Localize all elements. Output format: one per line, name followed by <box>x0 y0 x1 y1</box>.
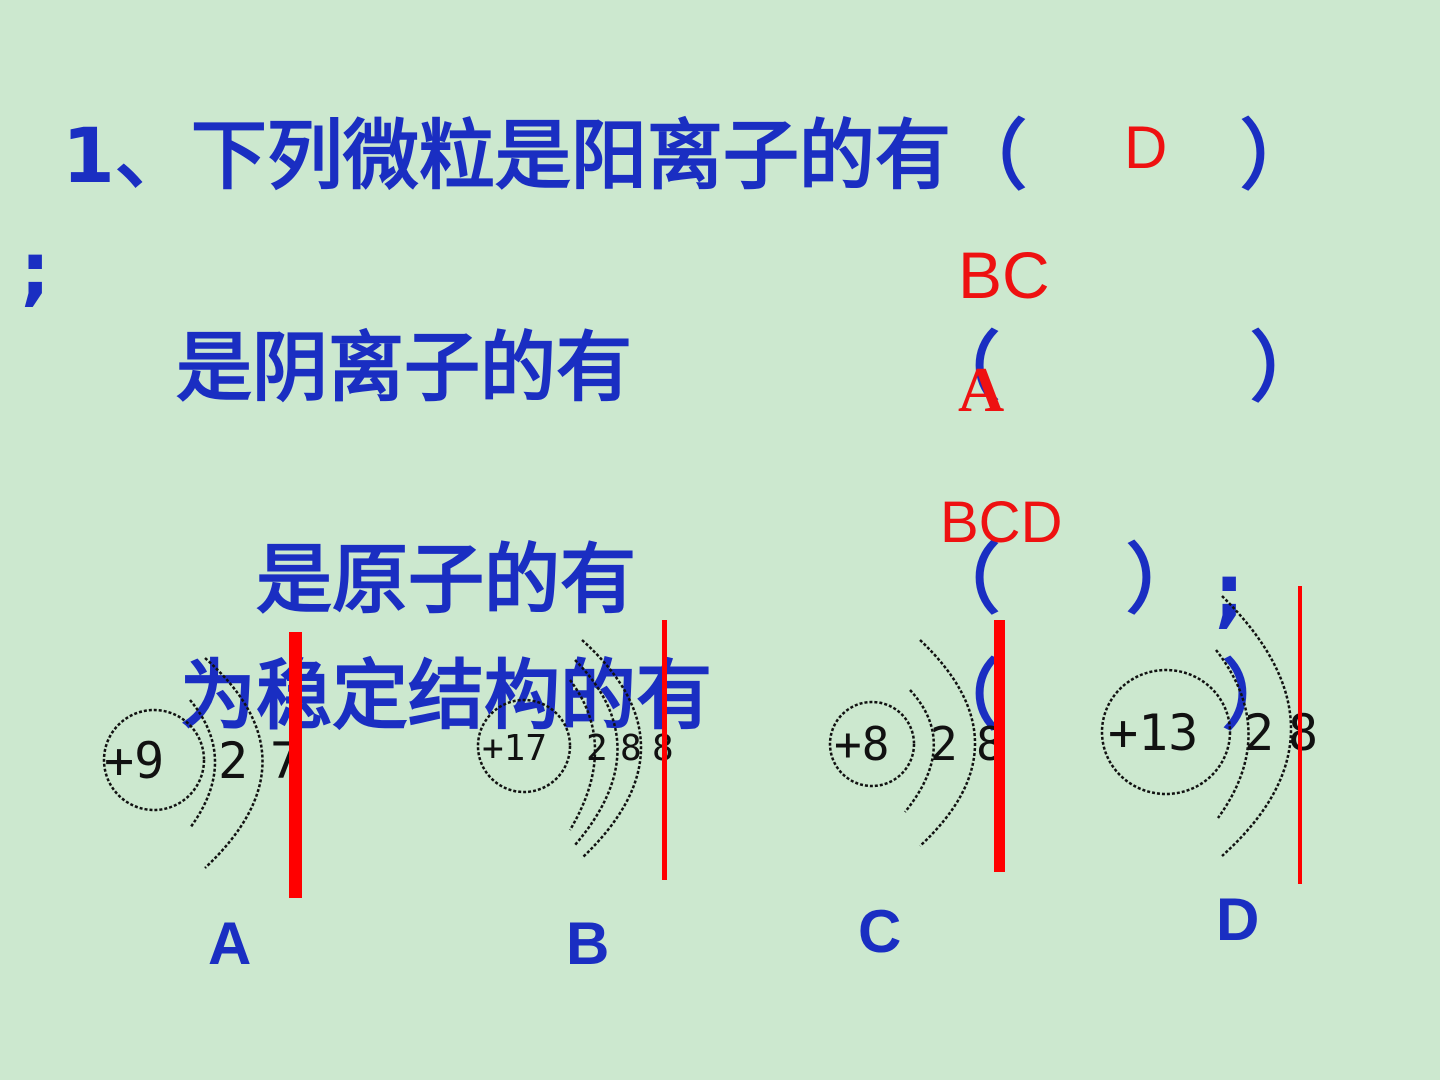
particle-a-shell-2: 7 <box>270 732 300 790</box>
option-label-c: C <box>858 898 902 965</box>
particle-c-nucleus: +8 <box>834 717 889 771</box>
answer-anion: A <box>958 354 1005 425</box>
answer-stable: BCD <box>940 490 1063 555</box>
particle-d-nucleus: +13 <box>1108 704 1198 762</box>
particle-d-nucleus-circle <box>1100 668 1232 796</box>
particle-c-nucleus-circle <box>828 700 916 788</box>
option-label-d: D <box>1216 886 1260 953</box>
particle-a-nucleus: +9 <box>104 732 164 790</box>
answer-atom: BC <box>958 238 1050 312</box>
semicolon-line-1: ; <box>20 225 51 314</box>
semicolon-line-3: ; <box>1214 547 1245 636</box>
atom-label: 是原子的有 <box>256 535 636 624</box>
marker-line-d <box>1298 586 1302 884</box>
question-stem: 1、下列微粒是阳离子的有（ <box>62 111 1027 200</box>
option-label-b: B <box>566 910 610 977</box>
option-label-a: A <box>208 910 252 977</box>
stable-label: 为稳定结构的有 <box>180 651 712 740</box>
particle-a-shell-1: 2 <box>218 732 248 790</box>
question-line-1: 1、下列微粒是阳离子的有（ <box>62 118 1027 194</box>
anion-close-paren: ） <box>1250 323 1326 412</box>
stable-close-paren: ） <box>1222 651 1298 740</box>
anion-open-paren: （ <box>924 323 1000 412</box>
question-line-1-close-paren: ） <box>1240 111 1316 200</box>
stable-open-paren: （ <box>924 651 1000 740</box>
anion-label: 是阴离子的有 <box>176 323 632 412</box>
answer-cation: D <box>1124 114 1168 181</box>
atom-close-paren: ） <box>1126 535 1202 624</box>
atom-open-paren: （ <box>924 535 1000 624</box>
